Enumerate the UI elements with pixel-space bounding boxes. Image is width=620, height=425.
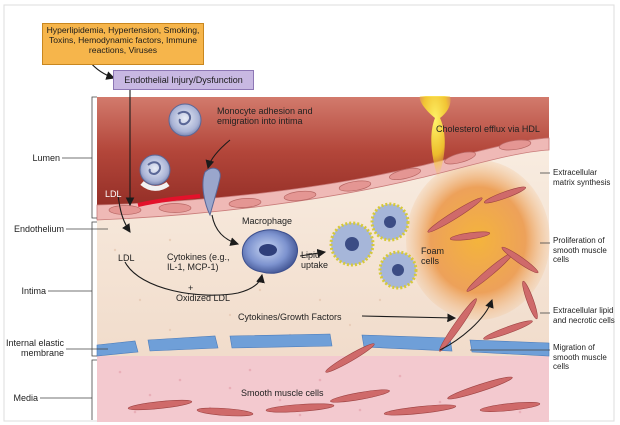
label-intima: Intima <box>21 286 46 296</box>
label-smc-proliferation: Proliferation of smooth muscle cells <box>553 236 607 264</box>
label-endothelium: Endothelium <box>13 224 64 234</box>
process-arrows <box>89 61 494 351</box>
label-smooth-muscle-cells: Smooth muscle cells <box>241 388 324 398</box>
label-ldl-intima: LDL <box>118 253 135 263</box>
layer-brackets <box>40 96 550 420</box>
foam-cells <box>329 202 418 290</box>
label-extracellular-lipid: Extracellular lipid and necrotic cells <box>553 306 615 325</box>
label-media: Media <box>13 393 38 403</box>
label-cholesterol-efflux: Cholesterol efflux via HDL <box>436 124 540 134</box>
label-internal-elastic-membrane: Internal elastic membrane <box>5 338 64 358</box>
endothelial-injury-box: Endothelial Injury/Dysfunction <box>113 70 254 90</box>
label-growth-factors: Cytokines/Growth Factors <box>238 312 342 322</box>
internal-elastic-membrane <box>96 333 550 357</box>
media-smooth-muscle-cells <box>127 343 541 417</box>
label-smc-migration: Migration of smooth muscle cells <box>553 343 607 371</box>
label-ldl-lumen: LDL <box>105 189 122 199</box>
cholesterol-efflux-plume <box>419 96 451 178</box>
label-foam-cells: Foam cells <box>421 246 445 266</box>
intima-smooth-muscle-cells <box>427 186 539 352</box>
label-monocyte-adhesion: Monocyte adhesion and emigration into in… <box>217 106 313 126</box>
label-lipid-uptake: Lipid uptake <box>301 250 329 270</box>
injured-endothelium <box>137 194 201 207</box>
endothelial-injury-text: Endothelial Injury/Dysfunction <box>124 75 243 85</box>
label-macrophage: Macrophage <box>242 216 293 226</box>
label-lumen: Lumen <box>32 153 60 163</box>
label-cytokines: Cytokines (e.g., IL-1, MCP-1) <box>167 252 230 272</box>
risk-factors-box: Hyperlipidemia, Hypertension, Smoking, T… <box>42 23 204 65</box>
label-oxidized-ldl: Oxidized LDL <box>176 293 231 303</box>
lipid-core <box>406 160 550 320</box>
label-matrix-synthesis: Extracellular matrix synthesis <box>553 168 611 187</box>
label-plus: + <box>188 283 194 293</box>
risk-factors-text: Hyperlipidemia, Hypertension, Smoking, T… <box>46 25 200 55</box>
monocyte-cells <box>139 103 221 217</box>
